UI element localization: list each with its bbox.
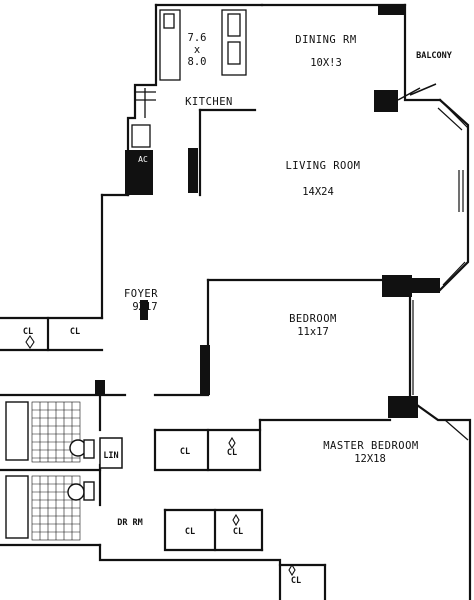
closet-label-dr-1: CL [185, 527, 195, 537]
linen-closet [99, 437, 123, 469]
kitchen-dims-label: 7.6 x 8.0 [188, 32, 207, 68]
kitchen-counters [131, 9, 247, 148]
light-fixture-icon [25, 335, 35, 349]
living-room-dims: 14X24 [302, 186, 334, 198]
balcony-label: BALCONY [416, 51, 453, 61]
kitchen-width: 7.6 [188, 32, 207, 44]
linen-label: LIN [103, 451, 118, 461]
light-markers [25, 335, 296, 577]
kitchen-height: 8.0 [188, 56, 207, 68]
window-strips [404, 15, 469, 441]
closet-label-foyer-left: CL [23, 327, 33, 337]
closet-label-hall-2: CL [227, 448, 237, 458]
light-fixture-icon [228, 436, 236, 450]
foyer-dims: 9X17 [132, 301, 157, 313]
wall-blocks [95, 5, 440, 418]
master-bedroom-dims: 12X18 [354, 453, 386, 465]
living-room-name: LIVING ROOM [285, 160, 360, 172]
dining-room-dims: 10X!3 [310, 57, 342, 69]
foyer-name: FOYER [124, 288, 158, 300]
bath-fixtures [5, 401, 95, 539]
closet-label-dr-2: CL [233, 527, 243, 537]
dressing-room-label: DR RM [117, 518, 143, 528]
light-fixture-icon [232, 513, 240, 527]
balcony-door-swing [397, 83, 437, 101]
toilet-icon [67, 483, 85, 501]
light-fixture-icon [288, 563, 296, 577]
ac-label: AC [138, 155, 148, 164]
master-bedroom-name: MASTER BEDROOM [323, 440, 419, 452]
dining-room-name: DINING RM [295, 34, 356, 46]
closet-label-master-bottom: CL [291, 576, 301, 586]
kitchen-dim-x: x [194, 44, 200, 56]
closet-label-hall-1: CL [180, 447, 190, 457]
closet-label-foyer-right: CL [70, 327, 80, 337]
bedroom-dims: 11x17 [297, 326, 329, 338]
bedroom-name: BEDROOM [289, 313, 337, 325]
kitchen-label: KITCHEN [185, 96, 233, 108]
